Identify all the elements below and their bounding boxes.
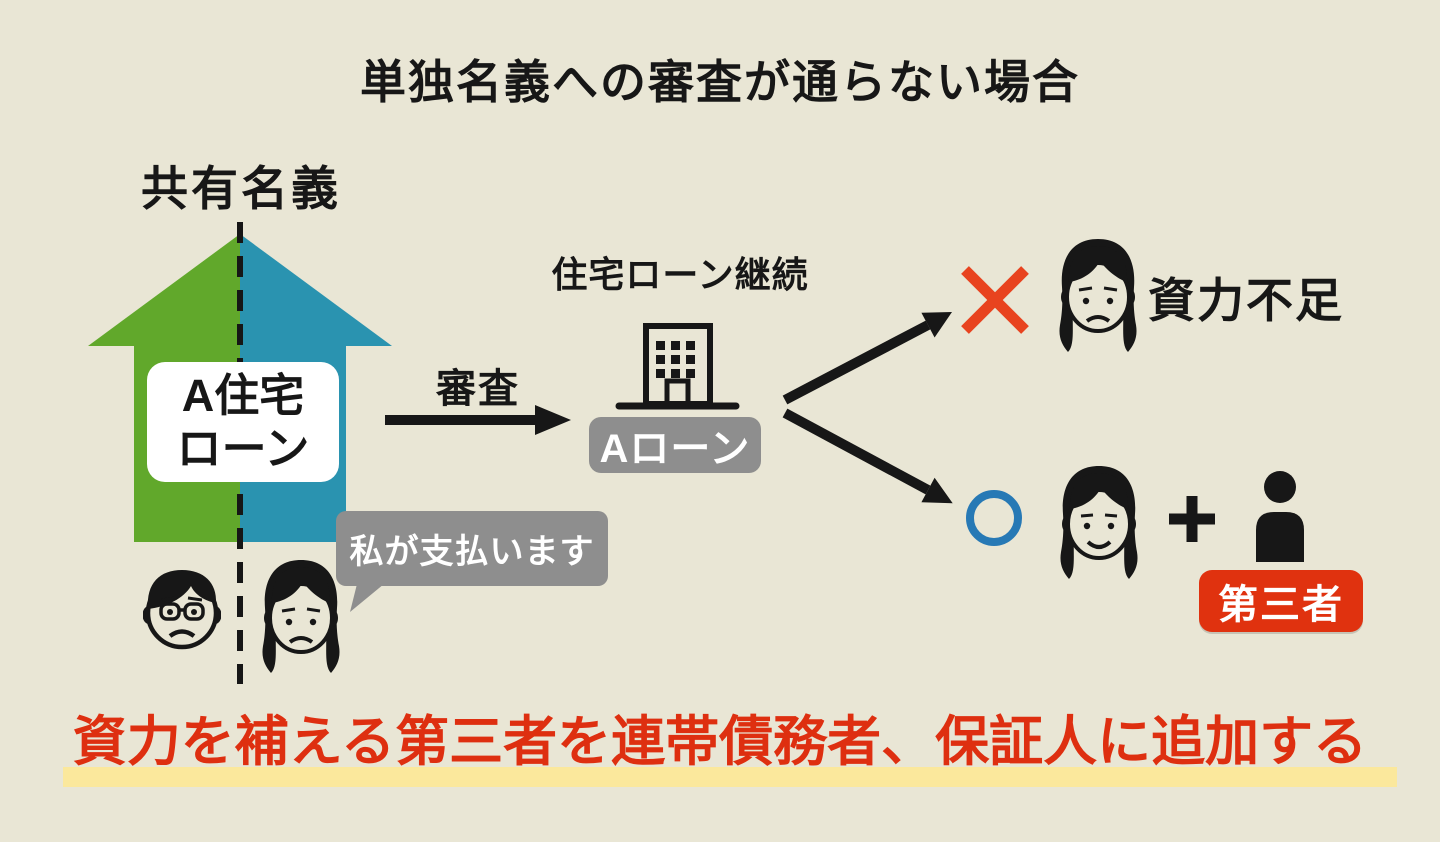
page-title: 単独名義への審査が通らない場合 bbox=[360, 56, 1080, 108]
speech-bubble-text: 私が支払います bbox=[349, 533, 595, 571]
third-party-badge: 第三者 bbox=[1199, 570, 1363, 632]
speech-bubble-tail bbox=[350, 584, 384, 612]
loan-continuation-heading: 住宅ローン継続 bbox=[551, 254, 809, 295]
footer-message: 資力を補える第三者を連帯債務者、保証人に追加する bbox=[72, 712, 1368, 772]
screening-label: 審査 bbox=[436, 367, 520, 411]
woman-sad-icon bbox=[262, 560, 340, 673]
house-roof-icon bbox=[88, 234, 392, 346]
third-party-badge-text: 第三者 bbox=[1218, 583, 1344, 627]
woman-sad-icon-fail bbox=[1059, 239, 1137, 352]
cross-mark-icon bbox=[961, 266, 1029, 334]
person-silhouette-icon bbox=[1256, 471, 1304, 562]
arrow-right-icon bbox=[385, 405, 571, 435]
man-sad-icon bbox=[143, 570, 221, 650]
bank-building-icon bbox=[615, 323, 740, 410]
speech-bubble: 私が支払います bbox=[336, 511, 608, 586]
housing-loan-line2: ローン bbox=[176, 423, 310, 474]
arrow-up-right-icon bbox=[782, 312, 952, 405]
bank-label: Aローン bbox=[589, 417, 761, 473]
woman-happy-icon bbox=[1060, 466, 1138, 579]
insufficient-funds-label: 資力不足 bbox=[1148, 274, 1344, 327]
circle-mark-icon bbox=[966, 490, 1022, 546]
plus-icon bbox=[1169, 496, 1215, 542]
joint-ownership-heading: 共有名義 bbox=[141, 162, 341, 215]
bank-label-text: Aローン bbox=[599, 427, 751, 471]
housing-loan-card: A住宅 ローン bbox=[147, 362, 339, 482]
arrow-down-right-icon bbox=[782, 408, 953, 504]
footer-highlight-band bbox=[63, 767, 1397, 787]
housing-loan-line1: A住宅 bbox=[181, 369, 305, 421]
